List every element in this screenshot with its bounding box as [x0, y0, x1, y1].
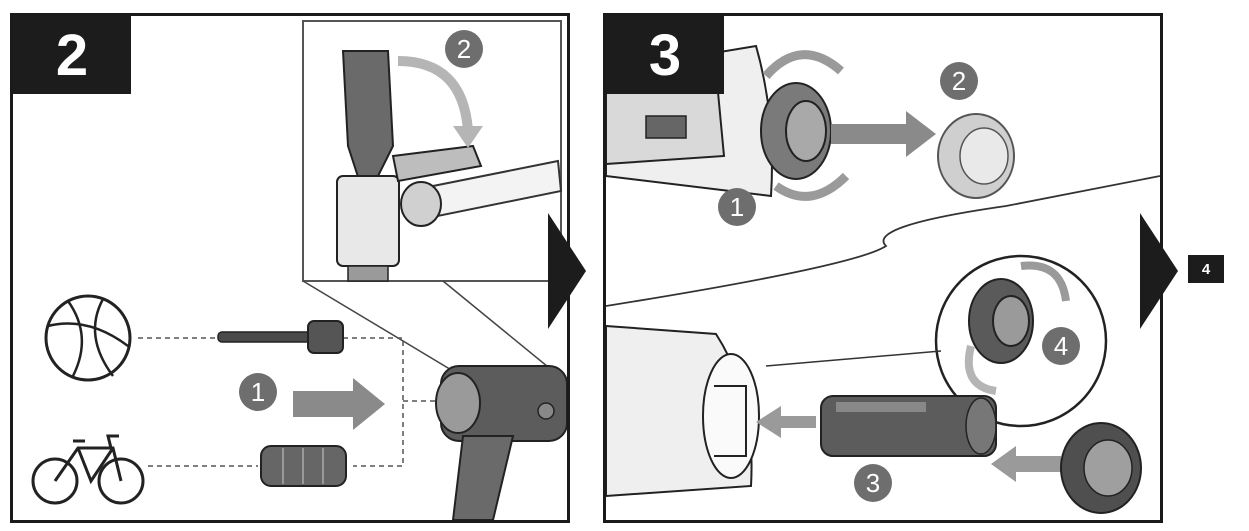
end-cap-removed [938, 114, 1014, 198]
bicycle-icon [33, 436, 143, 503]
insert-arrow [293, 378, 385, 430]
basketball-icon [46, 296, 130, 380]
end-cap-bottom [1061, 423, 1141, 513]
callout-3: 3 [854, 464, 892, 502]
pump-head-main [436, 366, 567, 520]
next-arrow-1 [548, 213, 586, 329]
step-number-badge: 2 [13, 16, 131, 94]
next-step-badge: 4 [1188, 255, 1224, 283]
step-3-panel: 3 2 1 4 3 [603, 13, 1163, 523]
next-arrow-2 [1140, 213, 1178, 329]
callout-2: 2 [940, 62, 978, 100]
needle-adapter-icon [218, 321, 343, 353]
callout-4: 4 [1042, 327, 1080, 365]
step-number-badge: 3 [606, 16, 724, 94]
callout-1: 1 [239, 373, 277, 411]
tool-body-bottom [606, 326, 759, 496]
callout-2: 2 [445, 30, 483, 68]
step-2-panel: 2 2 1 [10, 13, 570, 523]
battery-icon [821, 396, 996, 456]
presta-adapter-icon [261, 446, 346, 486]
callout-1: 1 [718, 188, 756, 226]
